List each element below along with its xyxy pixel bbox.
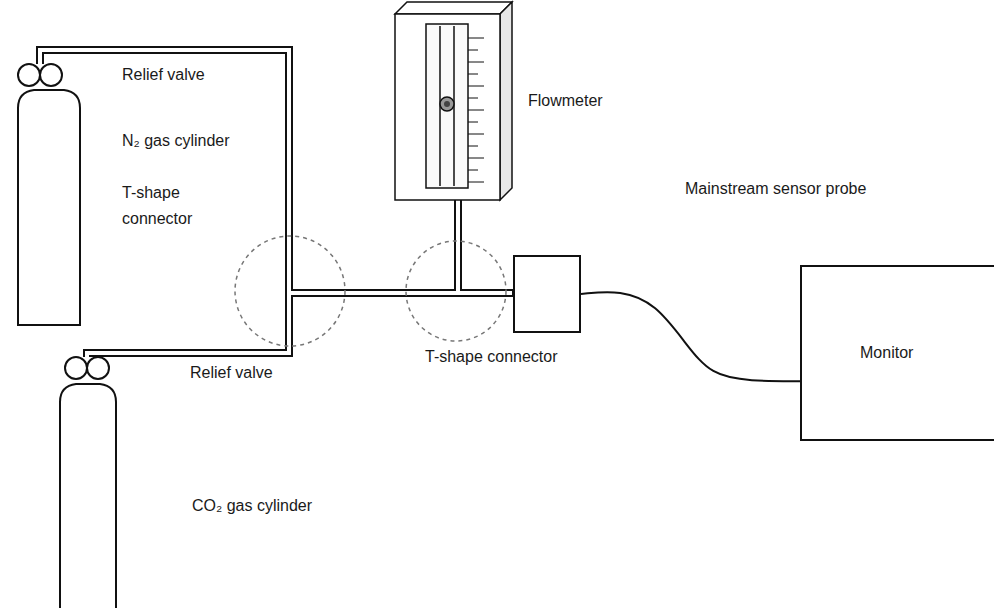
node-text: Monitor <box>860 344 994 362</box>
node-heading: Mainstream sensor probe <box>685 180 866 198</box>
flowmeter-label: Flowmeter <box>528 88 603 114</box>
connector-highlight <box>235 236 345 346</box>
n2-cylinder <box>18 90 80 325</box>
flowmeter-scale <box>468 38 484 182</box>
connector-label: T-shape connector <box>425 344 558 370</box>
valve-label: Relief valve <box>190 360 273 386</box>
connector-label: T-shape connector <box>122 180 204 231</box>
monitor-box: Monitor <box>800 265 994 441</box>
sensor-probe-box: Mainstream sensor probe <box>513 255 581 333</box>
n2-valve-knob <box>40 64 62 86</box>
co2-valve-knob <box>87 357 109 379</box>
flowmeter <box>395 2 512 200</box>
valve-label: Relief valve <box>122 62 205 88</box>
cylinder-label: N₂ gas cylinder <box>122 128 230 154</box>
co2-valve-knob <box>65 357 87 379</box>
co2-cylinder <box>60 384 116 608</box>
n2-valve-knob <box>18 64 40 86</box>
connector-highlight <box>406 241 506 341</box>
cylinder-label: CO₂ gas cylinder <box>192 493 312 519</box>
sensor-cable <box>581 292 800 381</box>
